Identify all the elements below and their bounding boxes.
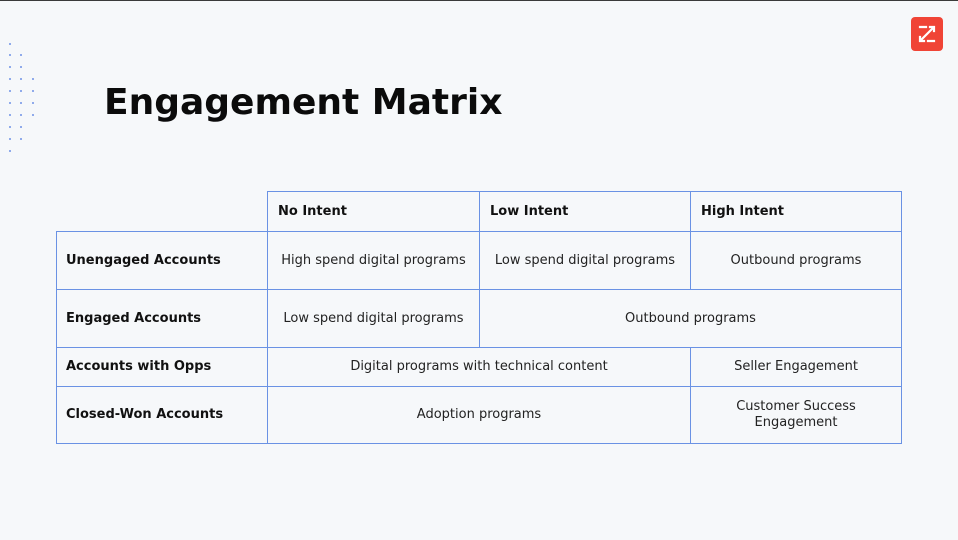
column-header-high-intent: High Intent (690, 191, 902, 232)
matrix-cell: Low spend digital programs (267, 289, 480, 348)
matrix-cell: Customer Success Engagement (690, 386, 902, 444)
row-header-closed-won: Closed-Won Accounts (56, 386, 268, 444)
row-header-accounts-with-opps: Accounts with Opps (56, 347, 268, 387)
matrix-cell: Outbound programs (690, 231, 902, 290)
matrix-cell: Low spend digital programs (479, 231, 691, 290)
zoominfo-z-logo-icon (911, 17, 943, 51)
decorative-dot-pattern (0, 0, 50, 160)
matrix-cell: High spend digital programs (267, 231, 480, 290)
row-header-unengaged: Unengaged Accounts (56, 231, 268, 290)
page-title: Engagement Matrix (104, 82, 503, 123)
matrix-cell-merged: Adoption programs (267, 386, 691, 444)
column-header-low-intent: Low Intent (479, 191, 691, 232)
top-border (0, 0, 958, 1)
matrix-cell: Seller Engagement (690, 347, 902, 387)
column-header-no-intent: No Intent (267, 191, 480, 232)
matrix-cell-merged: Digital programs with technical content (267, 347, 691, 387)
row-header-engaged: Engaged Accounts (56, 289, 268, 348)
matrix-cell-merged: Outbound programs (479, 289, 902, 348)
